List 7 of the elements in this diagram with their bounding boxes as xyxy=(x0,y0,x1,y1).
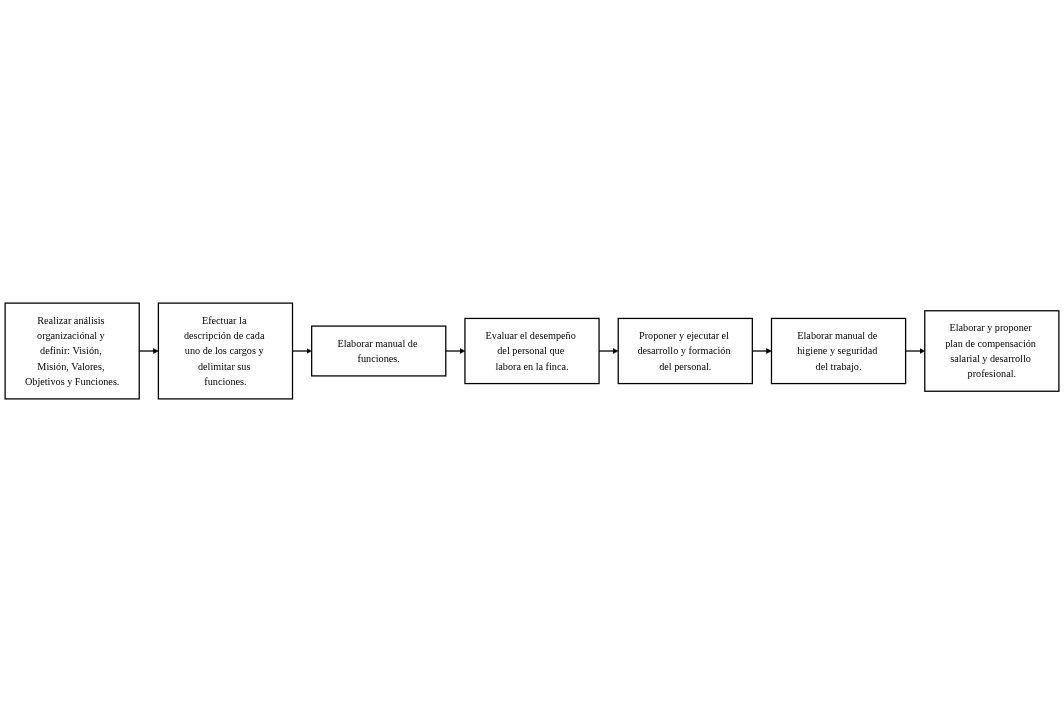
node-box: Elaborar y proponer plan de compensación salarial y desarrollo profesional. xyxy=(924,310,1060,392)
node-box: Evaluar el desempeño del personal que labora en la finca. xyxy=(464,317,600,385)
node-box: Proponer y ejecutar el desarrollo y formación del personal. xyxy=(617,317,753,385)
node-box: Efectuar la descripción de cada uno de los cargos y delimitar sus funciones. xyxy=(157,302,294,400)
node-box: Realizar análisis organizaciónal y definir: Visión, Misión, Valores, Objetivos y Funciones. xyxy=(4,302,140,400)
node-box: Elaborar manual de higiene y seguridad del trabajo. xyxy=(770,317,907,385)
node-box: Elaborar manual de funciones. xyxy=(311,325,447,377)
